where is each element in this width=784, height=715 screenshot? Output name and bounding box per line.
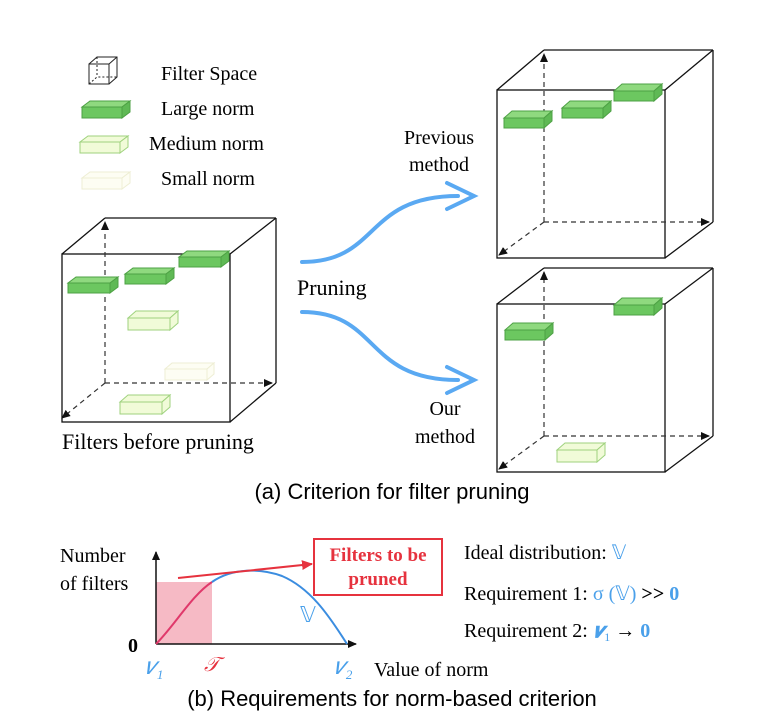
caption-a: (a) Criterion for filter pruning: [254, 479, 529, 504]
filter-large: [123, 267, 176, 285]
v2-label: 𝜈2: [334, 654, 353, 682]
cube-our-method: [496, 267, 714, 473]
our-method-label-1: Our: [429, 398, 460, 420]
before-pruning-label: Filters before pruning: [62, 429, 254, 454]
distribution-plot: [152, 538, 443, 648]
legend-swatch-large: [80, 100, 132, 119]
requirement-1-line: Requirement 1: σ (𝕍) >> 0: [464, 583, 679, 605]
filter-medium: [126, 309, 180, 332]
filter-medium: [118, 393, 172, 416]
legend-label-small: Small norm: [161, 168, 255, 190]
legend-label-filter-space: Filter Space: [161, 63, 257, 85]
arrow-to-previous: [300, 194, 460, 264]
legend-swatch-small: [80, 171, 132, 190]
legend: Filter Space Large norm Medium norm Smal…: [78, 56, 264, 190]
filter-large: [66, 276, 120, 294]
legend-swatch-filter-space: [88, 56, 118, 85]
caption-b: (b) Requirements for norm-based criterio…: [187, 686, 597, 711]
previous-method-label-2: method: [409, 154, 469, 176]
y-label-2: of filters: [60, 573, 129, 595]
filter-large: [177, 250, 231, 268]
filter-large: [612, 82, 664, 103]
ideal-distribution-line: Ideal distribution: 𝕍: [464, 542, 627, 564]
pruning-label: Pruning: [297, 275, 367, 300]
filter-medium: [555, 441, 607, 464]
y-label-1: Number: [60, 545, 126, 567]
filter-large: [502, 109, 554, 130]
origin-label: 0: [128, 635, 138, 657]
arrowhead-previous: [445, 181, 479, 211]
cube-before-pruning: [61, 217, 277, 423]
callout-text-2: pruned: [348, 569, 408, 590]
callout-text-1: Filters to be: [329, 545, 426, 566]
curve-pruned-part: [155, 581, 213, 645]
callout-box: [313, 538, 443, 596]
previous-method-label-1: Previous: [404, 127, 474, 149]
callout-arrow: [177, 560, 313, 579]
v1-label: 𝜈1: [145, 654, 163, 682]
arrowhead-ours: [445, 365, 479, 395]
filter-large: [560, 99, 613, 120]
legend-swatch-medium: [78, 135, 130, 154]
legend-label-large: Large norm: [161, 98, 255, 120]
threshold-label: 𝒯: [204, 654, 226, 676]
cube-previous-method: [496, 49, 714, 259]
our-method-label-2: method: [415, 426, 475, 448]
requirement-2-line: Requirement 2: 𝝂1 → 0: [464, 620, 650, 644]
pruning-arrows: [300, 181, 479, 395]
filter-large: [612, 296, 664, 317]
x-axis-label: Value of norm: [374, 659, 489, 681]
arrow-to-ours: [300, 310, 460, 382]
filter-small: [163, 361, 216, 382]
distribution-symbol: 𝕍: [300, 602, 316, 627]
filter-large: [503, 321, 555, 342]
legend-label-medium: Medium norm: [149, 133, 264, 155]
